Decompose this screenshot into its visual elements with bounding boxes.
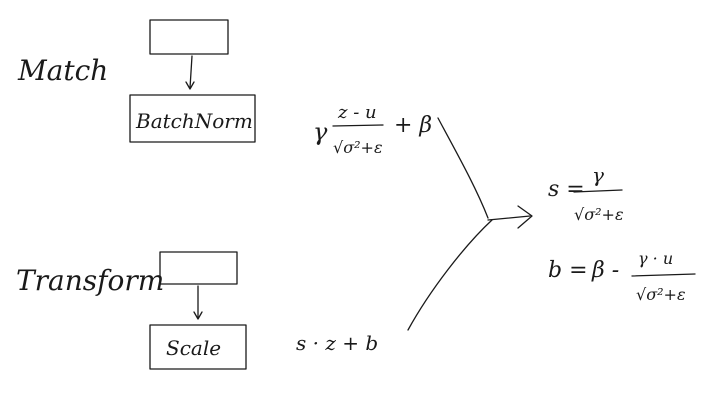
b-beta-minus: β -	[591, 258, 619, 283]
arrow-shaft	[487, 215, 531, 221]
s-numerator: γ	[592, 163, 604, 187]
batchnorm-formula: γ z - u √σ²+ε + β	[313, 102, 432, 157]
match-arrow-down-icon	[185, 55, 195, 90]
s-fraction-bar	[573, 189, 623, 193]
arrow-head-icon	[517, 205, 533, 229]
s-formula: s = γ √σ²+ε	[548, 163, 624, 224]
b-numerator: γ · u	[638, 249, 673, 268]
batchnorm-label: BatchNorm	[135, 109, 253, 133]
b-denominator: √σ²+ε	[636, 285, 686, 304]
transform-label: Transform	[16, 264, 164, 297]
match-input-box	[149, 19, 229, 55]
scale-label: Scale	[166, 336, 221, 360]
s-lhs: s =	[548, 177, 585, 202]
lower-curve	[407, 219, 493, 331]
bn-plus-beta: + β	[394, 113, 432, 138]
scale-expression: s · z + b	[296, 331, 378, 355]
bn-fraction-bar	[332, 124, 384, 127]
scale-box	[149, 324, 247, 370]
s-denominator: √σ²+ε	[574, 205, 624, 224]
upper-curve	[437, 117, 489, 219]
bn-numerator: z - u	[337, 102, 377, 123]
match-label: Match	[17, 54, 108, 87]
merge-arrow	[407, 117, 533, 331]
batchnorm-box	[129, 94, 256, 143]
bn-denominator: √σ²+ε	[333, 138, 383, 157]
transform-input-box	[159, 251, 238, 285]
b-fraction-bar	[631, 273, 696, 277]
b-formula: b = β - γ · u √σ²+ε	[548, 249, 696, 304]
b-lhs: b =	[548, 258, 588, 283]
bn-gamma: γ	[313, 118, 328, 146]
transform-arrow-down-icon	[193, 285, 203, 320]
